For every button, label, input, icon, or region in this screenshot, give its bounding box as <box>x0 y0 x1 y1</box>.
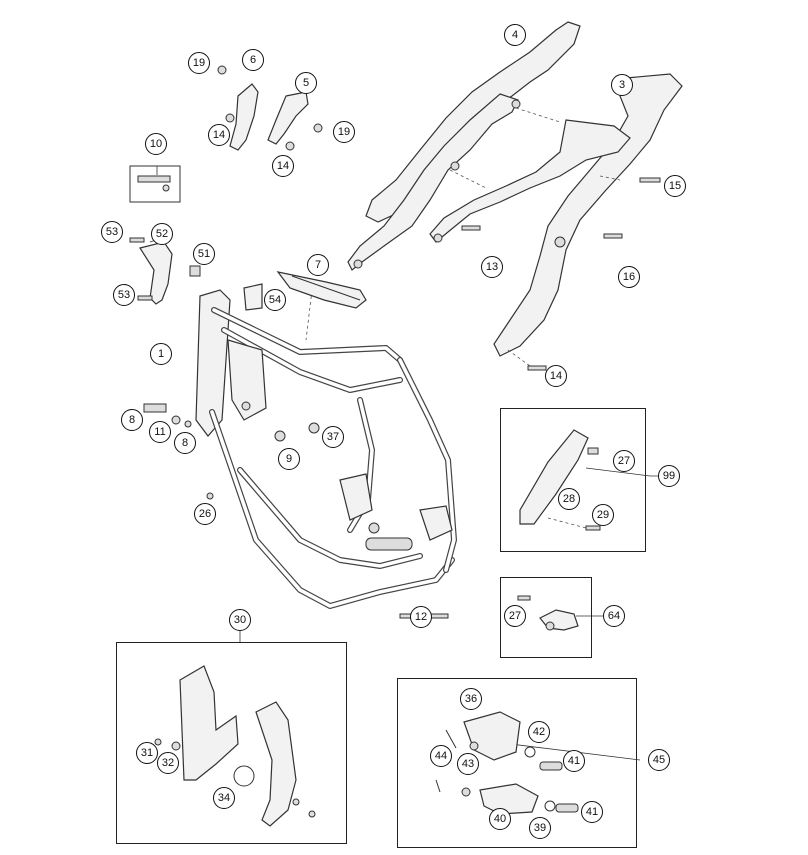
callout-11[interactable]: 11 <box>149 421 171 443</box>
callout-15[interactable]: 15 <box>664 175 686 197</box>
callout-29[interactable]: 29 <box>592 504 614 526</box>
callout-53-top[interactable]: 53 <box>101 221 123 243</box>
callout-43[interactable]: 43 <box>457 753 479 775</box>
callout-4[interactable]: 4 <box>504 24 526 46</box>
callout-52[interactable]: 52 <box>151 223 173 245</box>
group-box-45 <box>397 678 637 848</box>
callout-31[interactable]: 31 <box>136 742 158 764</box>
callout-30[interactable]: 30 <box>229 609 251 631</box>
callout-14-b[interactable]: 14 <box>272 155 294 177</box>
callout-9[interactable]: 9 <box>278 448 300 470</box>
callout-41-top[interactable]: 41 <box>563 750 585 772</box>
callout-19-right[interactable]: 19 <box>333 121 355 143</box>
callout-40[interactable]: 40 <box>489 808 511 830</box>
subframe-lower-part <box>429 73 683 357</box>
callout-26[interactable]: 26 <box>194 503 216 525</box>
callout-16[interactable]: 16 <box>618 266 640 288</box>
callout-3[interactable]: 3 <box>611 74 633 96</box>
callout-7[interactable]: 7 <box>307 254 329 276</box>
callout-19-left[interactable]: 19 <box>188 52 210 74</box>
callout-27-top[interactable]: 27 <box>613 450 635 472</box>
callout-6[interactable]: 6 <box>242 49 264 71</box>
callout-5[interactable]: 5 <box>295 72 317 94</box>
group-box-64 <box>500 577 592 658</box>
callout-14-rear[interactable]: 14 <box>545 365 567 387</box>
main-frame <box>195 289 457 609</box>
callout-10[interactable]: 10 <box>145 133 167 155</box>
callout-12[interactable]: 12 <box>410 606 432 628</box>
callout-64[interactable]: 64 <box>603 605 625 627</box>
callout-42[interactable]: 42 <box>528 721 550 743</box>
callout-13[interactable]: 13 <box>481 256 503 278</box>
callout-34[interactable]: 34 <box>213 787 235 809</box>
callout-32[interactable]: 32 <box>157 752 179 774</box>
callout-53-bottom[interactable]: 53 <box>113 284 135 306</box>
callout-37[interactable]: 37 <box>322 426 344 448</box>
callout-99[interactable]: 99 <box>658 465 680 487</box>
group-box-99 <box>500 408 646 552</box>
callout-54[interactable]: 54 <box>264 289 286 311</box>
callout-27-bottom[interactable]: 27 <box>504 605 526 627</box>
callout-36[interactable]: 36 <box>460 688 482 710</box>
callout-8-left[interactable]: 8 <box>121 409 143 431</box>
subframe-upper-part <box>347 21 581 271</box>
callout-45[interactable]: 45 <box>648 749 670 771</box>
callout-1[interactable]: 1 <box>150 343 172 365</box>
callout-28[interactable]: 28 <box>558 488 580 510</box>
callout-44[interactable]: 44 <box>430 745 452 767</box>
callout-8-right[interactable]: 8 <box>174 432 196 454</box>
mount-brackets <box>217 65 323 151</box>
callout-51[interactable]: 51 <box>193 243 215 265</box>
callout-41-bottom[interactable]: 41 <box>581 801 603 823</box>
callout-14-a[interactable]: 14 <box>208 124 230 146</box>
group-box-30 <box>116 642 347 844</box>
callout-39[interactable]: 39 <box>529 817 551 839</box>
